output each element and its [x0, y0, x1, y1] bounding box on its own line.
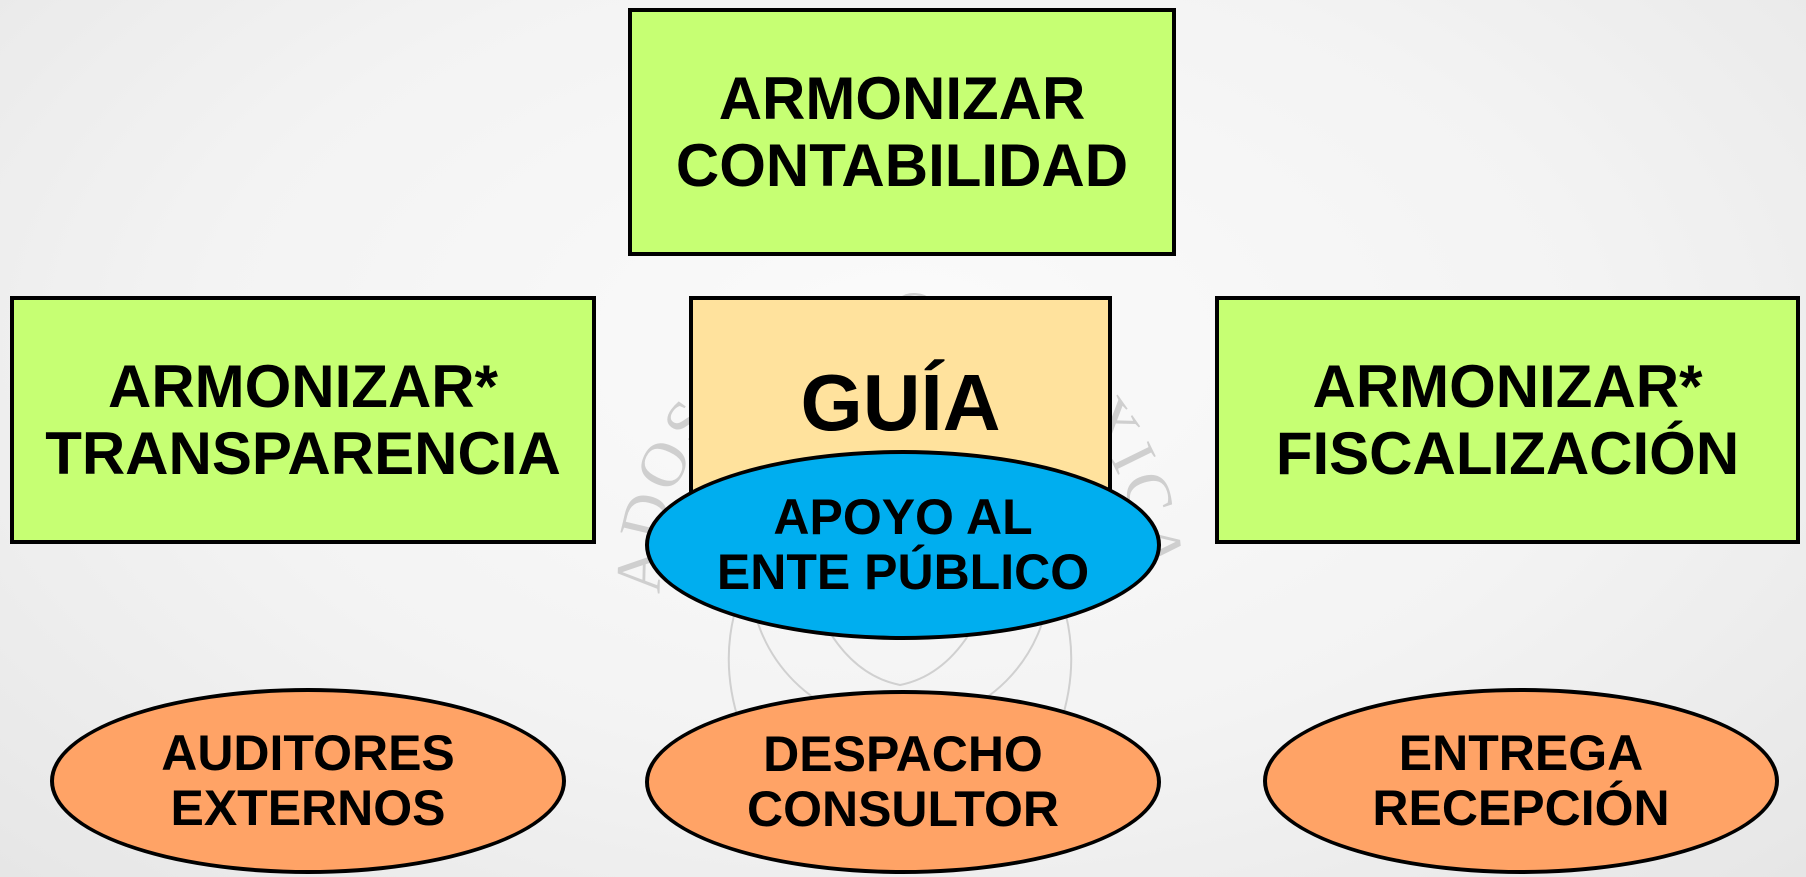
armonizar-transparencia-box: ARMONIZAR* TRANSPARENCIA	[10, 296, 596, 544]
box-label-line2: CONTABILIDAD	[675, 132, 1129, 199]
ellipse-label-line1: ENTREGA	[1398, 725, 1644, 781]
armonizar-contabilidad-box: ARMONIZAR CONTABILIDAD	[628, 8, 1176, 256]
armonizar-fiscalizacion-box: ARMONIZAR* FISCALIZACIÓN	[1215, 296, 1800, 544]
box-label-line1: ARMONIZAR*	[108, 352, 498, 420]
despacho-consultor-ellipse: DESPACHO CONSULTOR	[645, 690, 1161, 874]
box-label-line2: TRANSPARENCIA	[45, 420, 561, 487]
ellipse-label-line2: EXTERNOS	[170, 780, 446, 836]
box-label-line1: ARMONIZAR	[718, 64, 1086, 132]
guia-label: GUÍA	[800, 358, 1001, 447]
apoyo-ente-publico-ellipse: APOYO AL ENTE PÚBLICO	[645, 450, 1161, 640]
entrega-recepcion-ellipse: ENTREGA RECEPCIÓN	[1263, 688, 1779, 874]
box-label-line2: FISCALIZACIÓN	[1275, 420, 1740, 487]
ellipse-label-line1: AUDITORES	[161, 725, 455, 781]
box-label-line1: ARMONIZAR*	[1312, 352, 1703, 420]
ellipse-label-line1: APOYO AL	[773, 489, 1033, 545]
ellipse-label-line1: DESPACHO	[763, 726, 1043, 782]
ellipse-label-line2: CONSULTOR	[746, 781, 1060, 837]
ellipse-label-line2: RECEPCIÓN	[1372, 780, 1670, 836]
auditores-externos-ellipse: AUDITORES EXTERNOS	[50, 688, 566, 874]
ellipse-label-line2: ENTE PÚBLICO	[716, 544, 1090, 600]
